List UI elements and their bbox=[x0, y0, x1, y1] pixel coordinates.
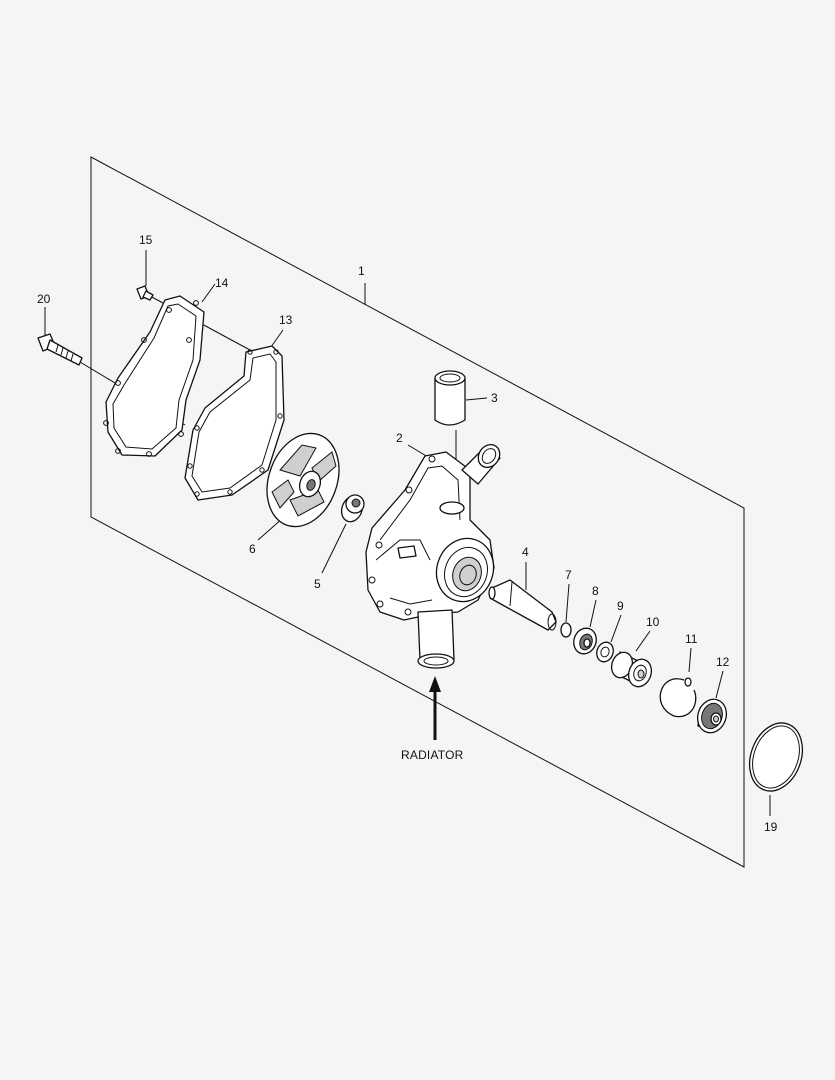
assembly-boundary bbox=[90, 156, 745, 868]
callout-9: 9 bbox=[617, 599, 624, 613]
callout-20: 20 bbox=[37, 292, 51, 306]
radiator-flow-arrow bbox=[429, 676, 441, 740]
callout-5: 5 bbox=[314, 577, 321, 591]
seal-ring-8 bbox=[573, 627, 597, 655]
callout-1: 1 bbox=[358, 264, 365, 278]
pump-housing-2 bbox=[365, 443, 501, 669]
callout-2: 2 bbox=[396, 431, 403, 445]
washer-9 bbox=[596, 641, 614, 663]
callout-6: 6 bbox=[249, 542, 256, 556]
callout-19: 19 bbox=[764, 820, 778, 834]
cover-plate-14 bbox=[103, 295, 205, 457]
pipe-sleeve-3 bbox=[434, 370, 466, 426]
callout-10: 10 bbox=[646, 615, 660, 629]
impeller-6 bbox=[266, 432, 340, 528]
callout-7: 7 bbox=[565, 568, 572, 582]
snap-ring-11 bbox=[659, 677, 697, 718]
gasket-13 bbox=[184, 345, 285, 501]
callout-15: 15 bbox=[139, 233, 153, 247]
o-ring-19 bbox=[748, 722, 804, 792]
bearing-10 bbox=[610, 651, 653, 688]
gear-12 bbox=[696, 698, 728, 734]
callout-labels: 1 2 3 4 5 6 7 8 9 10 11 12 13 14 15 19 2… bbox=[37, 233, 778, 834]
o-ring-7 bbox=[560, 622, 572, 638]
shaft-4 bbox=[488, 579, 557, 631]
seal-5 bbox=[340, 494, 365, 523]
callout-4: 4 bbox=[522, 545, 529, 559]
callout-13: 13 bbox=[279, 313, 293, 327]
callout-3: 3 bbox=[491, 391, 498, 405]
radiator-label: RADIATOR bbox=[401, 748, 464, 762]
callout-12: 12 bbox=[716, 655, 730, 669]
callout-14: 14 bbox=[215, 276, 229, 290]
callout-11: 11 bbox=[685, 632, 698, 646]
bolt-20 bbox=[37, 333, 83, 366]
screw-15 bbox=[136, 285, 154, 301]
callout-8: 8 bbox=[592, 584, 599, 598]
